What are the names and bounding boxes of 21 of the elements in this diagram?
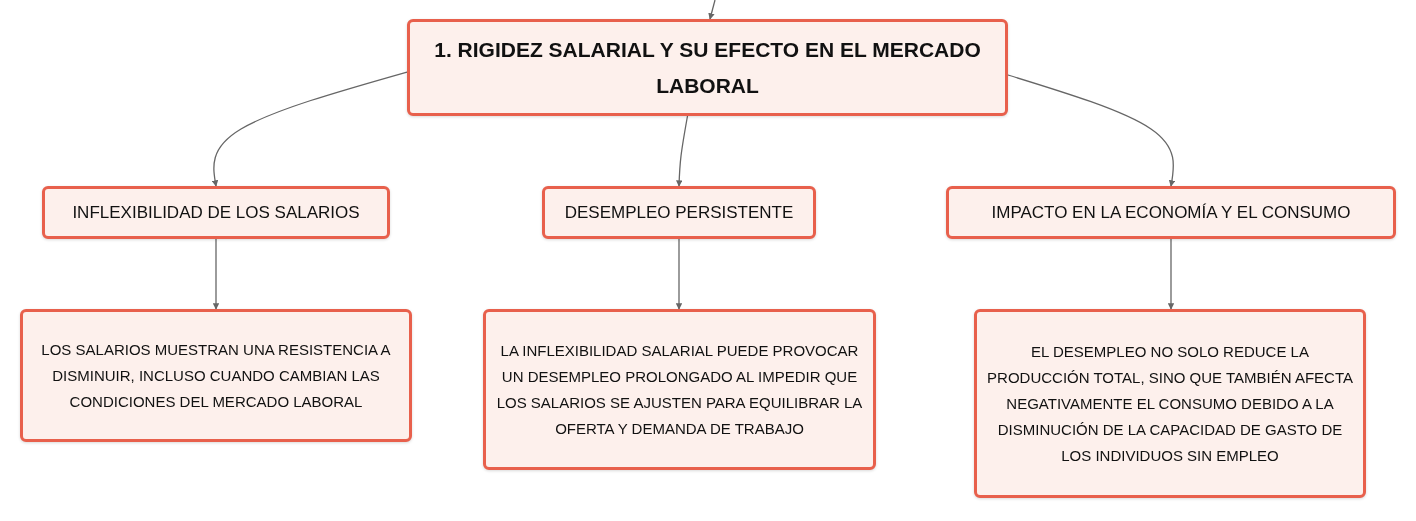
node-label: LOS SALARIOS MUESTRAN UNA RESISTENCIA A DISMINUIR, INCLUSO CUANDO CAMBIAN LAS CONDICIONES DEL MERCADO LABORAL (40, 339, 392, 412)
node-label: IMPACTO EN LA ECONOMÍA Y EL CONSUMO (991, 202, 1351, 223)
arrow (1167, 238, 1175, 310)
node-label: INFLEXIBILIDAD DE LOS SALARIOS (72, 202, 360, 223)
arrow (675, 238, 683, 310)
subtopic-box (946, 186, 1396, 239)
detail-box (483, 309, 876, 470)
subtopic-box (542, 186, 816, 239)
arrow (211, 71, 408, 187)
node-label: DESEMPLEO PERSISTENTE (564, 202, 794, 223)
detail-box (20, 309, 412, 442)
subtopic-box (42, 186, 390, 239)
arrow (212, 238, 220, 310)
node-label: LA INFLEXIBILIDAD SALARIAL PUEDE PROVOCAR UN DESEMPLEO PROLONGADO AL IMPEDIR QUE LOS SALARIOS SE AJUSTEN PARA EQUILIBRAR LA OFERTA Y DEMANDA DE TRABAJO (495, 340, 864, 439)
detail-box (974, 309, 1366, 498)
topic-box (407, 19, 1008, 116)
node-label: 1. RIGIDEZ SALARIAL Y SU EFECTO EN EL MERCADO LABORAL (433, 36, 982, 99)
node-label: EL DESEMPLEO NO SOLO REDUCE LA PRODUCCIÓN TOTAL, SINO QUE TAMBIÉN AFECTA NEGATIVAMENTE EL CONSUMO DEBIDO A LA DISMINUCIÓN DE LA CAPACIDAD DE GASTO DE LOS INDIVIDUOS SIN EMPLEO (986, 341, 1354, 466)
arrow (1007, 74, 1176, 187)
arrow (675, 115, 689, 187)
arrow (708, 0, 716, 20)
